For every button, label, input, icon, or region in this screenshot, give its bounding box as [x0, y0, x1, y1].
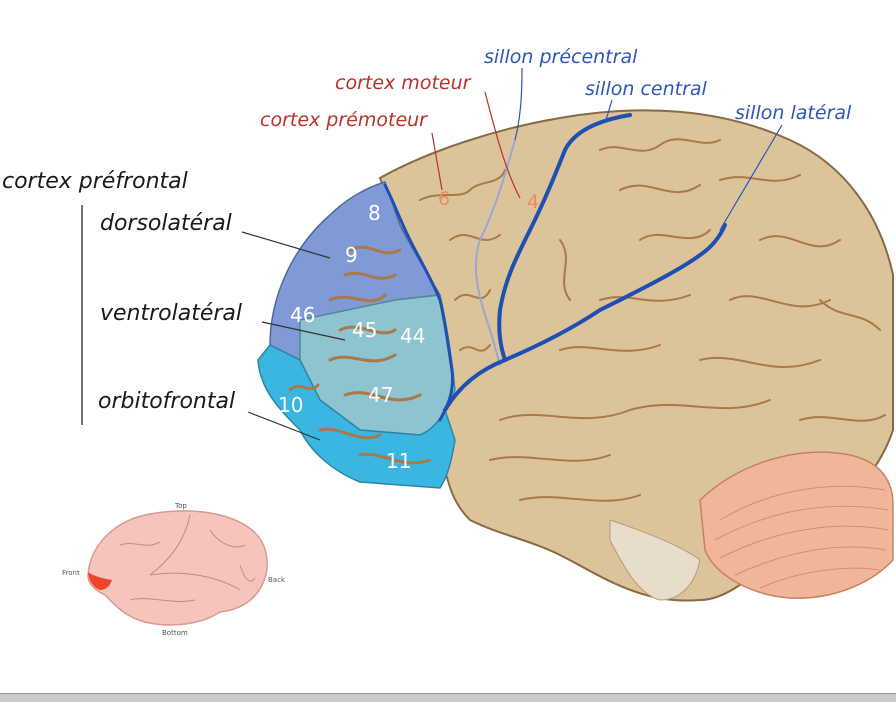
brainstem [609, 519, 701, 601]
label-sillon-lateral: sillon latéral [735, 102, 852, 124]
leader-orbitofrontal [247, 411, 321, 441]
area-8: 8 [368, 201, 381, 225]
label-cortex-moteur: cortex moteur [335, 72, 472, 94]
central-sulcus [497, 113, 632, 362]
brain-lateral-view [257, 109, 894, 602]
area-6: 6 [438, 188, 450, 210]
inset-gyri [119, 514, 256, 602]
leader-lines [81, 67, 783, 441]
inset-label-top: Top [174, 502, 187, 510]
leader-ventrolateral [261, 321, 346, 341]
frontal-boundary [383, 183, 455, 422]
orientation-inset: Top Front Back Bottom [40, 490, 330, 640]
leader-premoteur [431, 132, 443, 191]
area-10: 10 [278, 393, 303, 417]
area-46: 46 [290, 303, 315, 327]
inset-label-bottom: Bottom [162, 629, 188, 637]
prefrontal-gyri [288, 245, 432, 465]
area-4: 4 [527, 191, 539, 213]
leader-lateral [719, 124, 783, 231]
label-sillon-central: sillon central [585, 78, 708, 100]
cerebellum [699, 451, 894, 599]
labels: cortex préfrontal dorsolatéral ventrolat… [2, 46, 852, 414]
region-orbitofrontal [257, 344, 456, 489]
leader-moteur [484, 91, 521, 199]
label-cortex-prefrontal: cortex préfrontal [2, 169, 188, 194]
label-cortex-premoteur: cortex prémoteur [260, 109, 428, 131]
area-45: 45 [352, 318, 377, 342]
area-47: 47 [368, 383, 393, 407]
label-ventrolateral: ventrolatéral [100, 301, 242, 326]
area-9: 9 [345, 243, 358, 267]
leader-central [605, 99, 613, 121]
sulci [383, 113, 727, 422]
area-numbers: 8 9 46 45 44 47 10 11 6 4 [278, 188, 539, 473]
leader-dorsolateral [241, 231, 331, 259]
label-dorsolateral: dorsolatéral [100, 211, 232, 236]
inset-frontal-highlight [88, 572, 112, 590]
precentral-sulcus [474, 139, 516, 366]
page-bottom-edge [0, 693, 896, 702]
inset-label-front: Front [62, 569, 80, 577]
area-11: 11 [386, 449, 411, 473]
inset-label-back: Back [268, 576, 286, 584]
cerebellum-folia [714, 485, 889, 589]
area-44: 44 [400, 324, 425, 348]
inset-brain [87, 510, 268, 626]
label-sillon-precentral: sillon précentral [484, 46, 638, 68]
gyri-lines [419, 138, 886, 502]
label-orbitofrontal: orbitofrontal [98, 389, 235, 414]
lateral-sulcus [443, 223, 727, 412]
leader-precentral [514, 67, 523, 141]
